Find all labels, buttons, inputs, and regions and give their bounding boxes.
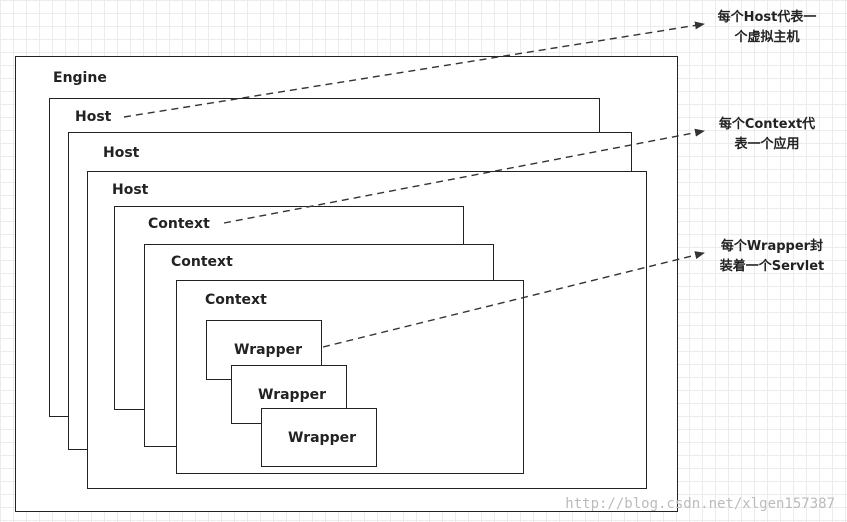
host-label: Host <box>112 182 149 198</box>
wrapper-box <box>261 408 377 467</box>
engine-label: Engine <box>53 70 107 86</box>
wrapper-note-line1: 每个Wrapper封 <box>720 239 824 254</box>
host-note: 每个Host代表一 个虚拟主机 <box>712 8 822 48</box>
wrapper-arrow <box>322 251 705 348</box>
host-label: Host <box>103 145 140 161</box>
wrapper-note-line2: 装着一个Servlet <box>719 259 825 274</box>
wrapper-label: Wrapper <box>258 387 326 403</box>
host-arrow <box>123 21 705 118</box>
context-label: Context <box>171 254 233 270</box>
host-note-line1: 每个Host代表一 <box>717 10 817 25</box>
context-note: 每个Context代 表一个应用 <box>712 115 822 155</box>
wrapper-label: Wrapper <box>234 342 302 358</box>
wrapper-note: 每个Wrapper封 装着一个Servlet <box>712 237 832 277</box>
wrapper-label: Wrapper <box>288 430 356 446</box>
context-note-line2: 表一个应用 <box>734 137 800 152</box>
watermark: http://blog.csdn.net/xlgen157387 <box>565 496 835 512</box>
context-label: Context <box>205 292 267 308</box>
context-label: Context <box>148 216 210 232</box>
host-note-line2: 个虚拟主机 <box>734 30 800 45</box>
context-note-line1: 每个Context代 <box>718 117 816 132</box>
context-arrow <box>223 128 705 224</box>
host-label: Host <box>75 109 112 125</box>
